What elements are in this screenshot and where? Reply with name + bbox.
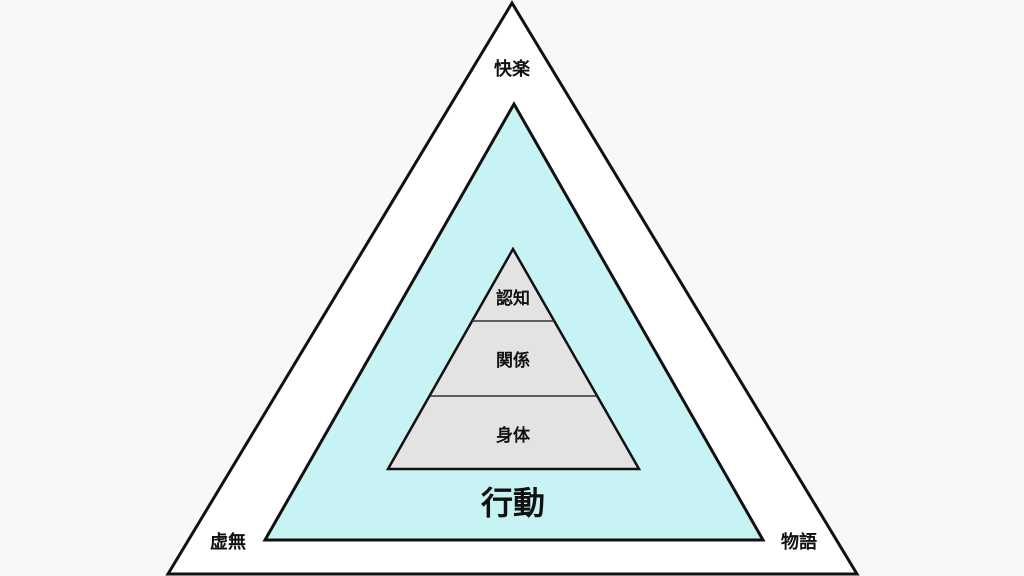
label-top: 快楽 (494, 58, 531, 80)
label-bottom-left: 虚無 (210, 531, 246, 553)
tier-label-bottom: 身体 (496, 425, 531, 446)
tier-label-middle: 関係 (496, 350, 530, 371)
label-middle: 行動 (481, 484, 545, 522)
tier-label-top: 認知 (496, 288, 530, 309)
inner-pyramid (385, 246, 642, 471)
label-bottom-right: 物語 (781, 531, 817, 553)
